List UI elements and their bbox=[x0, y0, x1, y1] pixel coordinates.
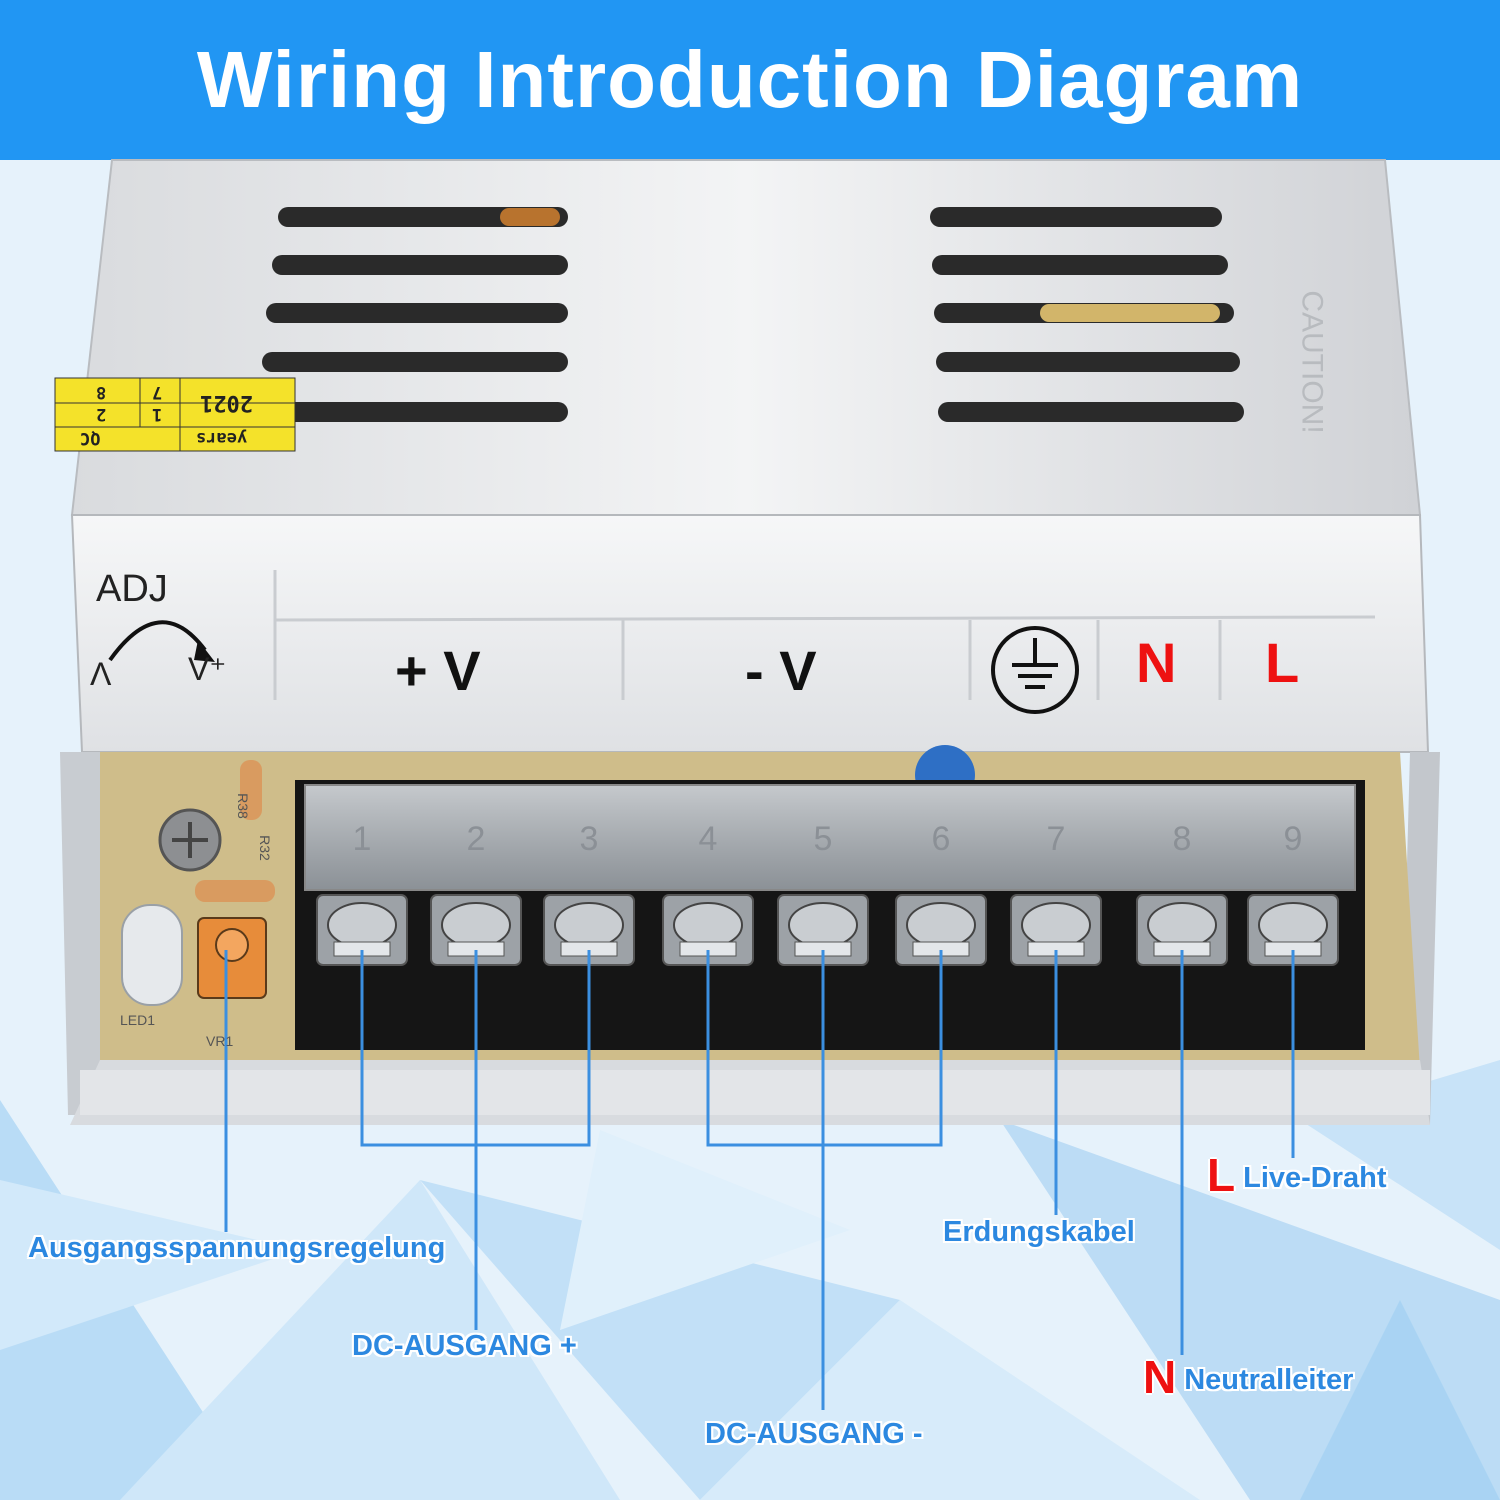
terminal-number: 7 bbox=[1047, 820, 1066, 858]
terminal-number: 4 bbox=[699, 820, 718, 858]
terminal-screw bbox=[777, 894, 869, 966]
terminal-screw bbox=[1136, 894, 1228, 966]
connector-lines bbox=[224, 950, 1295, 1410]
terminal-number: 5 bbox=[814, 820, 833, 858]
terminal-neutral-label: N bbox=[1136, 631, 1177, 694]
terminal-screw bbox=[543, 894, 635, 966]
led-marking: LED1 bbox=[120, 1012, 156, 1028]
terminal-number: 2 bbox=[467, 820, 486, 858]
callout-neutral-prefix: N bbox=[1143, 1351, 1177, 1403]
callout-live-prefix: L bbox=[1207, 1149, 1236, 1201]
sticker-col1: 1 bbox=[152, 404, 163, 424]
page-title: Wiring Introduction Diagram bbox=[196, 35, 1304, 124]
adj-minus-label: Λ bbox=[90, 656, 112, 692]
callout-neutral-text: Neutralleiter bbox=[1184, 1364, 1354, 1396]
sticker-col2: 2 bbox=[96, 404, 107, 424]
sticker-col7: 7 bbox=[152, 382, 163, 402]
sticker-years: years bbox=[196, 428, 248, 448]
terminal-live-label: L bbox=[1265, 631, 1300, 694]
terminal-positive-label: + V bbox=[395, 639, 481, 702]
vr-marking: VR1 bbox=[206, 1033, 234, 1049]
sticker-col8: 8 bbox=[96, 382, 107, 402]
callout-live-text: Live-Draht bbox=[1243, 1162, 1387, 1194]
callout-adjust: Ausgangsspannungsregelung bbox=[28, 1232, 446, 1264]
adjust-arc-icon bbox=[108, 620, 207, 662]
terminal-number: 3 bbox=[580, 820, 599, 858]
terminal-screw bbox=[895, 894, 987, 966]
r38-marking: R38 bbox=[234, 793, 251, 819]
terminal-number: 8 bbox=[1173, 820, 1192, 858]
adj-label: ADJ bbox=[96, 568, 168, 610]
terminal-number: 9 bbox=[1284, 820, 1303, 858]
terminal-screw bbox=[316, 894, 408, 966]
vent-slots-left bbox=[258, 207, 568, 422]
terminal-number: 6 bbox=[932, 820, 951, 858]
sticker-year: 2021 bbox=[200, 390, 253, 415]
terminal-negative-label: - V bbox=[745, 639, 817, 702]
terminal-screw bbox=[430, 894, 522, 966]
terminal-screw bbox=[662, 894, 754, 966]
adj-plus-label: V⁺ bbox=[188, 651, 227, 687]
callout-ground: Erdungskabel bbox=[943, 1216, 1135, 1248]
terminal-cover bbox=[304, 784, 1356, 891]
caution-marking: CAUTION! bbox=[1295, 290, 1329, 434]
callout-dc-minus: DC-AUSGANG - bbox=[705, 1418, 923, 1450]
header-banner: Wiring Introduction Diagram bbox=[0, 0, 1500, 160]
vent-slots-right bbox=[930, 207, 1244, 422]
ground-symbol-icon bbox=[991, 626, 1079, 714]
terminal-screw bbox=[1010, 894, 1102, 966]
terminal-screw bbox=[1247, 894, 1339, 966]
sticker-qc: QC bbox=[80, 428, 101, 448]
callout-dc-plus: DC-AUSGANG + bbox=[352, 1330, 577, 1362]
terminal-number: 1 bbox=[353, 820, 372, 858]
r32-marking: R32 bbox=[256, 835, 273, 861]
qc-sticker bbox=[54, 377, 296, 452]
